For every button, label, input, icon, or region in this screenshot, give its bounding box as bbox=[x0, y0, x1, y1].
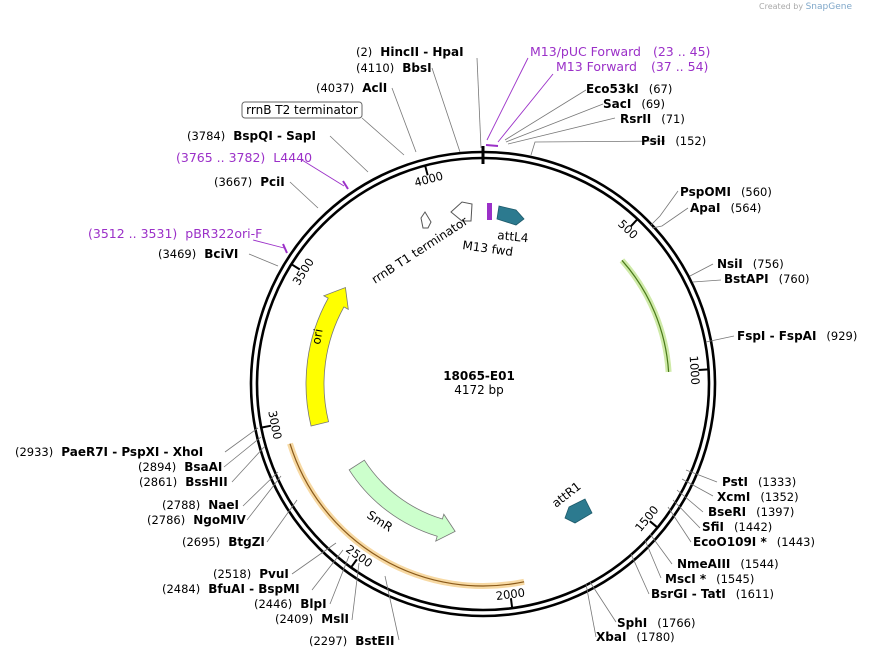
site-blpi[interactable]: (2446)BlpI bbox=[254, 597, 327, 611]
tick-mark bbox=[424, 165, 429, 176]
tick-mark bbox=[509, 598, 514, 609]
primer-l4440: (3765 .. 3782)L4440 bbox=[176, 150, 312, 165]
site-nmeaiii[interactable]: NmeAIII(1544) bbox=[677, 557, 779, 571]
rrnb-t1-terminator-feature[interactable] bbox=[450, 201, 473, 222]
rrnb-t2-callout-box bbox=[241, 101, 363, 119]
left-site-labels: (2)HincII - HpaI (4110)BbsI (4037)AclI (… bbox=[15, 45, 464, 648]
tick-mark bbox=[698, 368, 709, 372]
site-rsrii[interactable]: RsrII(71) bbox=[620, 112, 685, 126]
m13-fwd-feature[interactable] bbox=[487, 203, 492, 220]
primer-m13-forward: M13 Forward(37 .. 54) bbox=[556, 59, 708, 74]
site-nsii[interactable]: NsiI(756) bbox=[717, 257, 784, 271]
tick-mark bbox=[629, 218, 639, 228]
primer-labels: M13/pUC Forward(23 .. 45) M13 Forward(37… bbox=[88, 44, 710, 241]
site-msci[interactable]: MscI *(1545) bbox=[665, 572, 754, 586]
site-xcmi[interactable]: XcmI(1352) bbox=[717, 490, 799, 504]
orf-green-line bbox=[621, 259, 670, 373]
rrnb-t2-label: rrnB T2 terminator bbox=[246, 103, 358, 117]
primer-markers bbox=[252, 57, 554, 254]
orf-green-arc bbox=[619, 258, 672, 373]
site-bbsi[interactable]: (4110)BbsI bbox=[356, 61, 432, 75]
site-bseri[interactable]: BseRI(1397) bbox=[708, 505, 794, 519]
tick-mark bbox=[290, 263, 301, 271]
feature-layer bbox=[287, 201, 672, 589]
site-sphi[interactable]: SphI(1766) bbox=[617, 616, 696, 630]
created-by-credit: Created by SnapGene bbox=[759, 2, 852, 12]
site-pspomi[interactable]: PspOMI(560) bbox=[680, 185, 772, 199]
attl4-feature[interactable] bbox=[496, 205, 525, 226]
site-bsshii[interactable]: (2861)BssHII bbox=[139, 475, 228, 489]
site-btgzi[interactable]: (2695)BtgZI bbox=[182, 535, 265, 549]
tick-label: 4000 bbox=[413, 169, 445, 190]
site-saci[interactable]: SacI(69) bbox=[603, 97, 665, 111]
plasmid-size: 4172 bp bbox=[454, 383, 504, 397]
tick-mark bbox=[350, 558, 358, 569]
tick-mark bbox=[649, 520, 659, 529]
site-pcii[interactable]: (3667)PciI bbox=[214, 175, 285, 189]
tick-label: 2000 bbox=[495, 585, 526, 603]
site-pvui[interactable]: (2518)PvuI bbox=[213, 567, 289, 581]
tick-mark bbox=[261, 424, 272, 429]
site-bcivi[interactable]: (3469)BciVI bbox=[158, 247, 238, 261]
plasmid-name: 18065-E01 bbox=[443, 369, 515, 383]
rrnb-t2-terminator-feature[interactable] bbox=[420, 211, 432, 229]
primer-m13puc-forward: M13/pUC Forward(23 .. 45) bbox=[530, 44, 710, 59]
attl4-label: attL4 bbox=[497, 228, 529, 245]
created-by-text: Created by bbox=[759, 2, 804, 11]
site-apai[interactable]: ApaI(564) bbox=[690, 201, 761, 215]
site-eco53ki[interactable]: Eco53kI(67) bbox=[586, 82, 672, 96]
site-ngomiv[interactable]: (2786)NgoMIV bbox=[147, 513, 247, 527]
rrnb-t1-label: rrnB T1 terminator bbox=[369, 214, 470, 287]
site-ecoo109i[interactable]: EcoO109I *(1443) bbox=[693, 535, 815, 549]
rrnb-t2-leader bbox=[361, 117, 405, 156]
site-sfii[interactable]: SfiI(1442) bbox=[702, 520, 772, 534]
ori-label: ori bbox=[309, 328, 325, 346]
site-bsaai[interactable]: (2894)BsaAI bbox=[138, 460, 222, 474]
site-bspqi-sapi[interactable]: (3784)BspQI - SapI bbox=[187, 129, 316, 143]
site-naei[interactable]: (2788)NaeI bbox=[162, 498, 239, 512]
orf-orange-line bbox=[289, 443, 525, 587]
ori-feature[interactable] bbox=[305, 287, 349, 427]
right-site-labels: Eco53kI(67) SacI(69) RsrII(71) PsiI(152)… bbox=[586, 82, 857, 644]
attr1-feature[interactable] bbox=[564, 498, 593, 524]
tick-label: 3000 bbox=[265, 409, 284, 440]
site-bsteii[interactable]: (2297)BstEII bbox=[309, 634, 394, 648]
site-paer7i-pspxi-xhoi[interactable]: (2933)PaeR7I - PspXI - XhoI bbox=[15, 445, 203, 459]
site-bstapi[interactable]: BstAPI(760) bbox=[724, 272, 810, 286]
site-fspi-fspai[interactable]: FspI - FspAI(929) bbox=[737, 329, 857, 343]
site-msli[interactable]: (2409)MslI bbox=[275, 612, 349, 626]
site-hincii-hpai[interactable]: (2)HincII - HpaI bbox=[356, 45, 464, 59]
smr-feature[interactable] bbox=[348, 459, 456, 542]
site-bsrgi-tati[interactable]: BsrGI - TatI(1611) bbox=[651, 587, 774, 601]
tick-label: 1000 bbox=[687, 355, 703, 385]
snapgene-logo: SnapGene bbox=[805, 2, 852, 12]
site-xbai[interactable]: XbaI(1780) bbox=[596, 630, 675, 644]
site-psii[interactable]: PsiI(152) bbox=[641, 134, 706, 148]
site-psti[interactable]: PstI(1333) bbox=[722, 475, 796, 489]
leader-lines bbox=[223, 57, 735, 641]
primer-pbr322ori-f: (3512 .. 3531)pBR322ori-F bbox=[88, 226, 262, 241]
site-bfuai-bspmi[interactable]: (2484)BfuAI - BspMI bbox=[162, 582, 300, 596]
site-acli[interactable]: (4037)AclI bbox=[316, 81, 387, 95]
